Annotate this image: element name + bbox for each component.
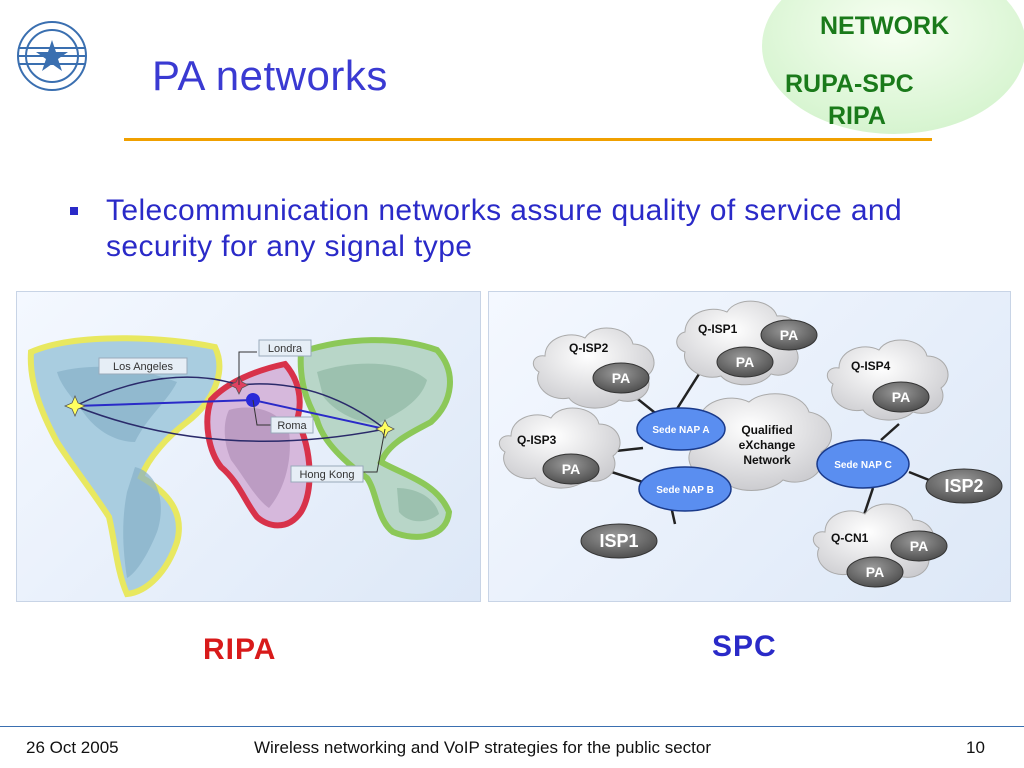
city-label-roma: Roma	[277, 420, 307, 432]
qxn-label-line2: eXchange	[739, 438, 796, 452]
slide-title: PA networks	[152, 52, 388, 99]
qxn-label-line1: Qualified	[741, 423, 792, 437]
pa-cloud-5	[872, 381, 930, 413]
q-isp1-label: Q-ISP1	[698, 322, 738, 336]
isp1-label: ISP1	[599, 531, 638, 551]
corner-network-label: NETWORK	[820, 12, 950, 40]
spc-caption: SPC	[712, 630, 777, 663]
ripa-caption: RIPA	[203, 633, 277, 666]
world-map-illustration: Los Angeles Londra Roma Hong Kong	[27, 335, 453, 598]
bullet-text: Telecommunication networks assure qualit…	[106, 194, 903, 263]
nap-a-label: Sede NAP A	[652, 425, 709, 436]
q-isp2-label: Q-ISP2	[569, 341, 609, 355]
city-label-los-angeles: Los Angeles	[113, 361, 173, 373]
city-label-londra: Londra	[268, 343, 303, 355]
nap-c-node	[816, 439, 910, 489]
pa-label-4: PA	[562, 461, 580, 477]
pa-cloud-7	[846, 556, 904, 588]
pa-label-6: PA	[910, 538, 928, 554]
nap-b-label: Sede NAP B	[656, 485, 714, 496]
corner-ripa-label: RIPA	[828, 102, 886, 130]
pa-cloud-2	[716, 346, 774, 378]
pa-label-7: PA	[866, 564, 884, 580]
q-isp4-label: Q-ISP4	[851, 359, 891, 373]
pa-label-2: PA	[736, 354, 754, 370]
isp1-cloud	[580, 523, 658, 559]
corner-rupa-spc-label: RUPA-SPC	[785, 70, 914, 98]
q-cn1-label: Q-CN1	[831, 531, 869, 545]
los-angeles-marker-icon	[63, 394, 87, 418]
bullet-square-icon	[70, 207, 78, 215]
corner-network-badge: NETWORK RUPA-SPC RIPA	[752, 0, 1024, 134]
nap-a-node	[636, 407, 726, 451]
pa-cloud-6	[890, 530, 948, 562]
q-isp3-label: Q-ISP3	[517, 433, 557, 447]
pa-label-5: PA	[892, 389, 910, 405]
footer-page-number: 10	[966, 738, 985, 757]
pa-label-1: PA	[780, 327, 798, 343]
pa-cloud-4	[542, 453, 600, 485]
green-bubble-shape	[762, 0, 1024, 134]
city-label-hong-kong: Hong Kong	[299, 469, 354, 481]
footer-divider	[0, 726, 1024, 727]
title-underline	[124, 138, 932, 141]
footer-title: Wireless networking and VoIP strategies …	[254, 738, 712, 757]
nap-b-node	[638, 466, 732, 512]
isp2-label: ISP2	[944, 476, 983, 496]
italian-republic-emblem-icon	[17, 21, 87, 91]
spc-network-diagram: Q-ISP1 Q-ISP2 Q-ISP3 Q-ISP4 Q-CN1 Qualif…	[488, 291, 1011, 602]
qxn-label-line3: Network	[743, 453, 791, 467]
pa-cloud-1	[760, 319, 818, 351]
qxn-cloud	[684, 393, 832, 491]
nap-c-label: Sede NAP C	[834, 460, 892, 471]
bullet-point: Telecommunication networks assure qualit…	[70, 193, 950, 265]
pa-cloud-3	[592, 362, 650, 394]
isp2-cloud	[925, 468, 1003, 504]
footer-date: 26 Oct 2005	[26, 738, 119, 757]
pa-label-3: PA	[612, 370, 630, 386]
q-cn1-cloud	[812, 503, 935, 585]
ripa-world-map: Los Angeles Londra Roma Hong Kong	[16, 291, 481, 602]
spc-diagram-illustration: Q-ISP1 Q-ISP2 Q-ISP3 Q-ISP4 Q-CN1 Qualif…	[498, 300, 1003, 588]
